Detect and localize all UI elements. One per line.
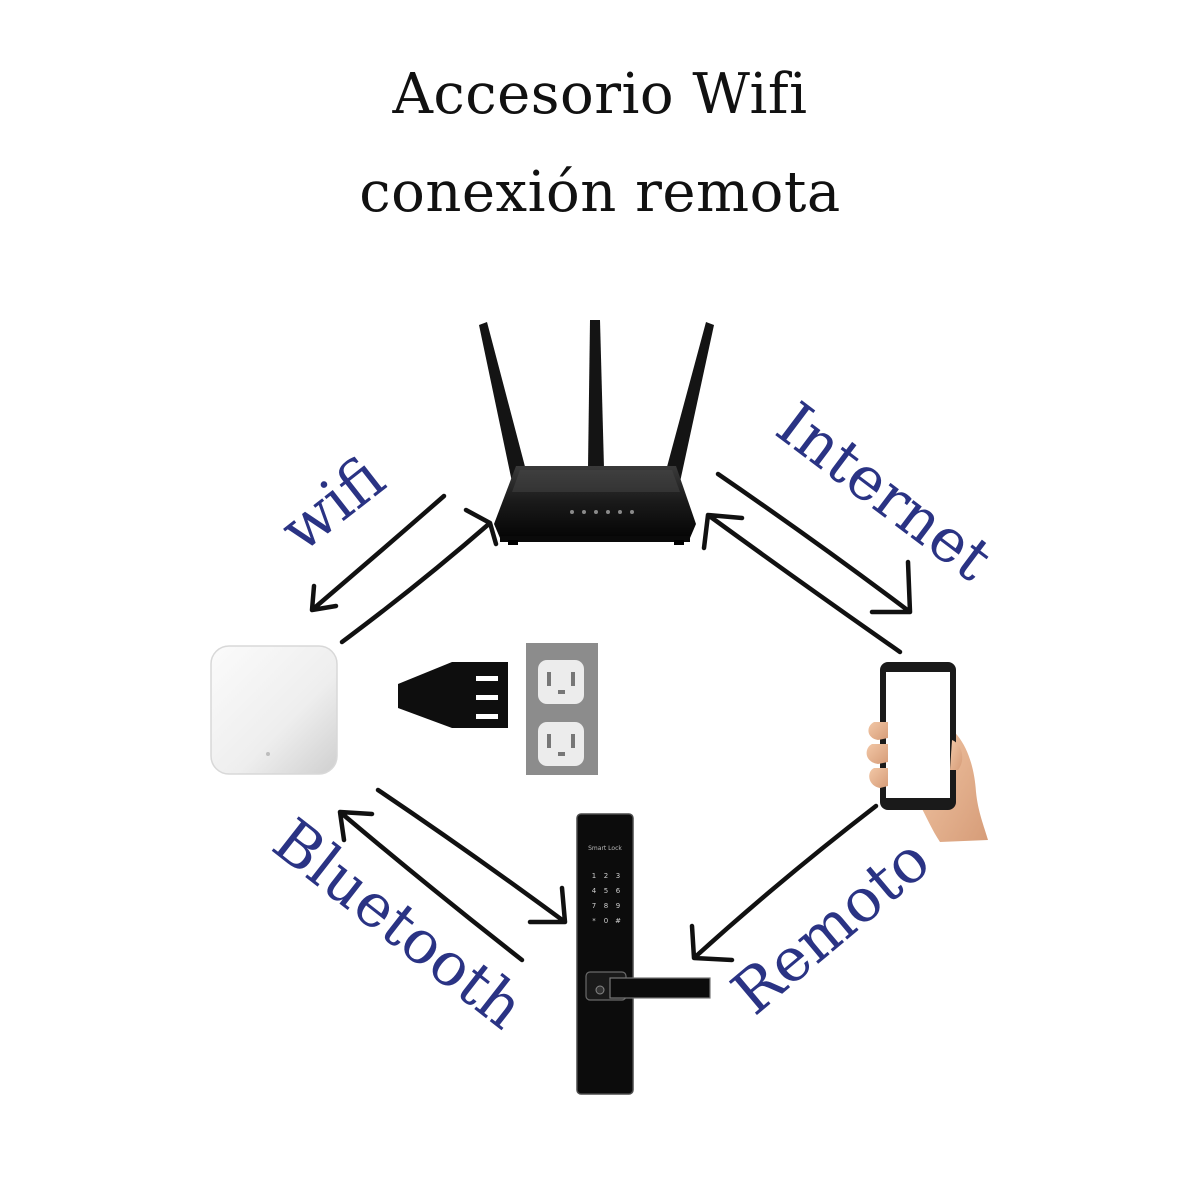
keypad-key: 3 [616,872,620,880]
arrow-lock-to-gateway [337,809,525,963]
arrow-router-to-gateway [309,493,447,613]
arrows [309,471,913,963]
keypad-key: 5 [604,887,608,895]
keypad-key: 9 [616,902,620,910]
title-line-1: Accesorio Wifi [392,62,808,127]
label-wifi: wifi [268,443,398,566]
arrow-phone-to-lock [689,803,879,963]
label-internet: Internet [764,389,1005,595]
arrow-gateway-to-router [339,507,499,645]
smartphone-in-hand-icon [866,662,988,842]
arrow-phone-to-router [701,512,903,655]
wifi-gateway-icon [210,645,338,775]
keypad-key: 7 [592,902,596,910]
keypad-key: 1 [592,872,596,880]
power-plug-icon [398,662,508,728]
arrow-gateway-to-lock [375,787,568,925]
wall-outlet-icon [526,643,598,775]
keypad-key: 4 [592,887,597,895]
lock-brand-label: Smart Lock [588,845,622,852]
keypad-key: 0 [604,917,608,925]
label-bluetooth: Bluetooth [260,805,537,1043]
keypad-key: * [592,917,596,925]
keypad-key: # [615,917,621,925]
keypad-key: 8 [604,902,608,910]
arrow-router-to-phone [715,471,913,615]
keypad-key: 6 [616,887,621,895]
keypad-key: 2 [604,872,608,880]
wifi-router-icon [479,320,714,545]
label-remoto: Remoto [719,825,943,1029]
title-line-2: conexión remota [359,160,841,225]
